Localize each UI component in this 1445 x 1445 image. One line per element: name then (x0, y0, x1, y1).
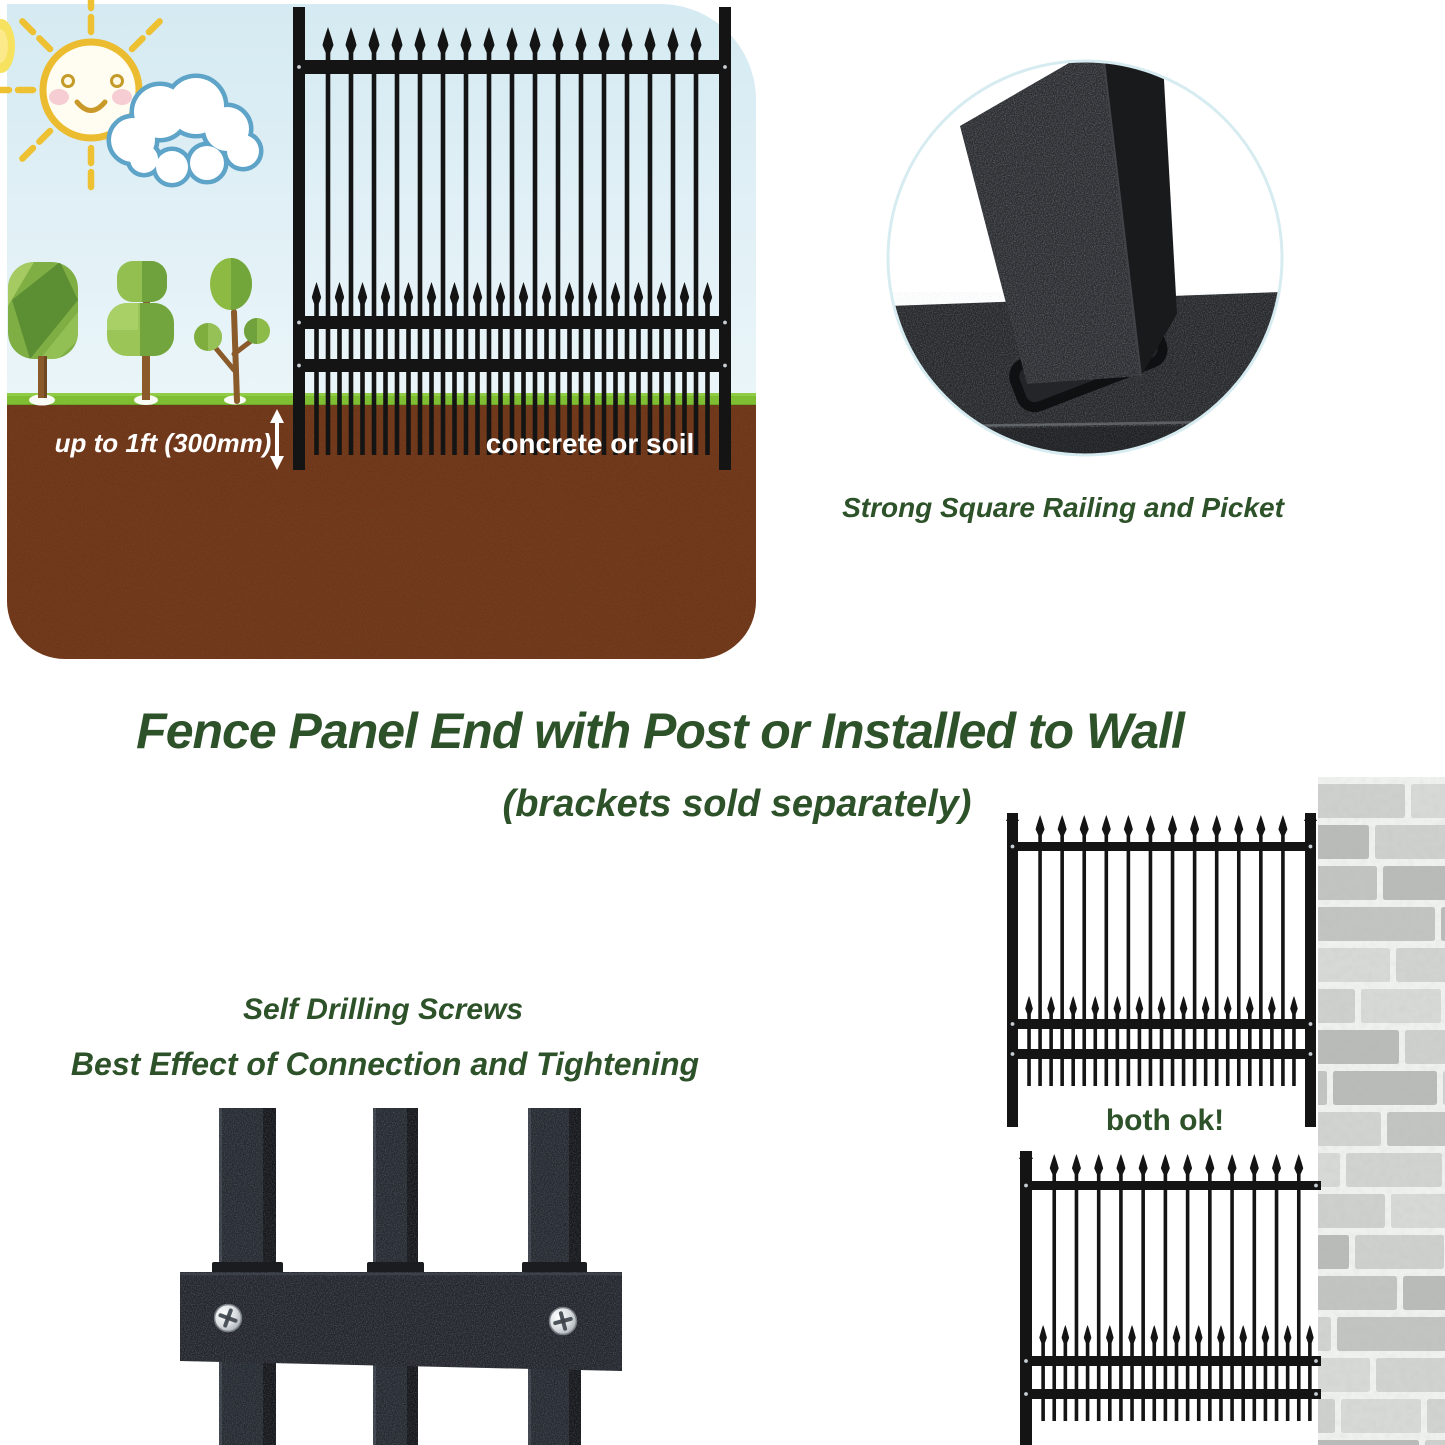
screws-caption-line1: Self Drilling Screws (242, 993, 524, 1026)
rail (1020, 1389, 1321, 1399)
page-subtitle: (brackets sold separately) (502, 783, 972, 825)
soil (7, 405, 756, 659)
post (1020, 1151, 1032, 1445)
post (1007, 813, 1018, 1127)
rail (293, 359, 731, 372)
trees (8, 258, 270, 406)
post (293, 7, 305, 470)
fence-panel-to-wall (1019, 1151, 1321, 1445)
tree-icon (107, 261, 174, 400)
tree-icon (8, 262, 78, 398)
depth-arrow (270, 409, 284, 470)
screws-caption-line2: Best Effect of Connection and Tightening (70, 1046, 700, 1082)
rail (1007, 1049, 1316, 1059)
tree-icon (194, 258, 270, 404)
pickets (311, 27, 713, 455)
depth-label: up to 1ft (300mm) (54, 428, 272, 458)
ground-label: concrete or soil (485, 428, 695, 459)
brick (1231, 907, 1311, 941)
photo-circle-ring (886, 59, 1284, 457)
fence-panel-with-posts (1006, 813, 1317, 1127)
post (1305, 813, 1316, 1127)
rail (1020, 1181, 1321, 1190)
rail (1007, 842, 1316, 851)
cloud-icon (106, 73, 264, 188)
picket-weld-photo (886, 59, 1284, 457)
sun-icon (0, 0, 195, 194)
fence-panel-illustration (293, 7, 731, 470)
rail (1007, 1019, 1316, 1029)
rail (293, 316, 731, 329)
rail (1020, 1356, 1321, 1366)
installation-illustration (0, 0, 756, 659)
page-title: Fence Panel End with Post or Installed t… (136, 703, 1185, 759)
post (719, 7, 731, 470)
screws-photo (180, 1108, 622, 1445)
screw-icon (213, 1303, 243, 1333)
brick-wall (1231, 777, 1445, 1445)
both-ok-label: both ok! (1105, 1104, 1225, 1137)
photo-caption: Strong Square Railing and Picket (842, 492, 1284, 523)
screw-icon (548, 1306, 578, 1336)
pickets (1025, 815, 1298, 1086)
rail (293, 60, 731, 74)
pickets (1039, 1154, 1314, 1421)
